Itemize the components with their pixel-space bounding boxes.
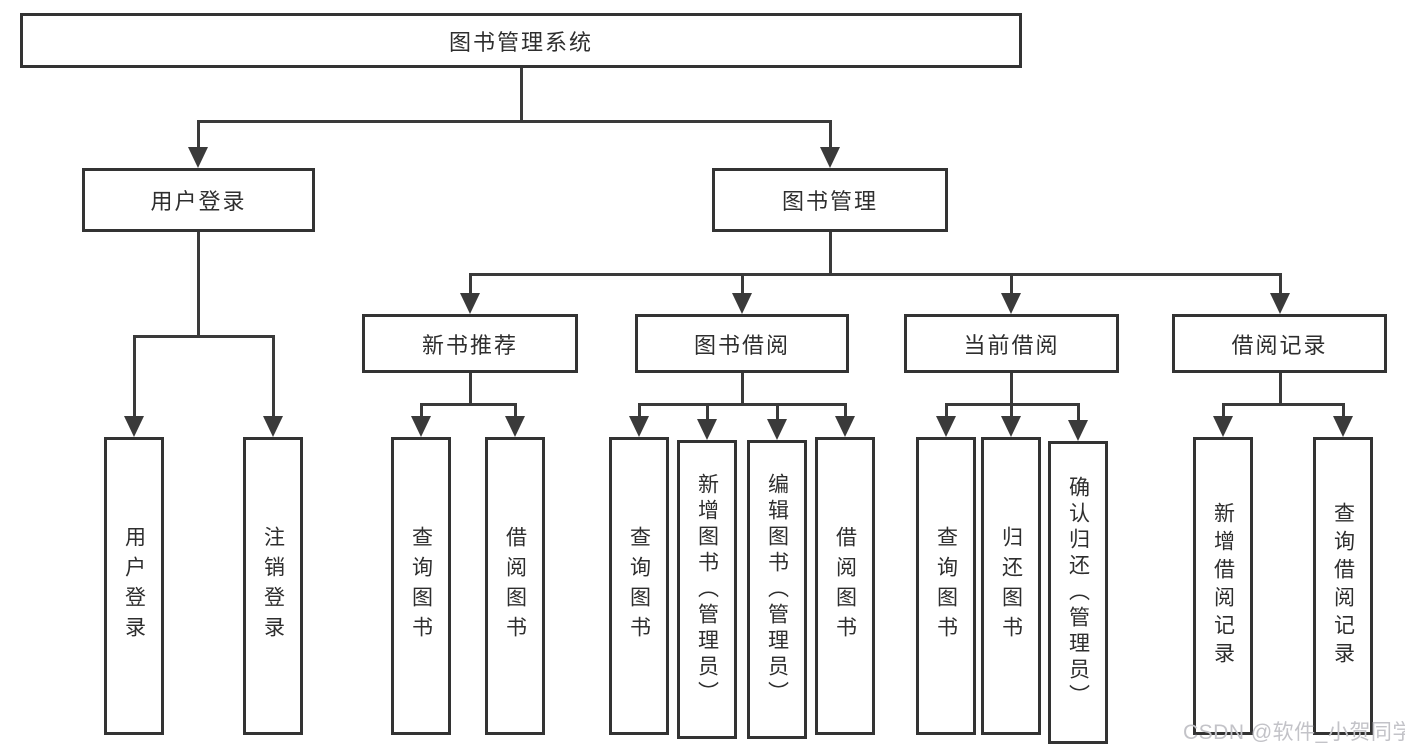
- leaf-bb-query-books: 查询图书: [609, 437, 669, 735]
- arrow-down-icon: [1001, 293, 1021, 314]
- leaf-user-login: 用户登录: [104, 437, 164, 735]
- connector-drop: [944, 403, 948, 416]
- node-borrowing-records: 借阅记录: [1172, 314, 1387, 373]
- connector-drop: [1278, 273, 1282, 293]
- node-library-management-system: 图书管理系统: [20, 13, 1022, 68]
- leaf-nbr-query-books: 查询图书: [391, 437, 451, 735]
- arrow-down-icon: [505, 416, 525, 437]
- connector-drop: [1009, 403, 1013, 416]
- node-user-login: 用户登录: [82, 168, 315, 232]
- connector-user-login-stem: [196, 232, 200, 335]
- connector-stem: [468, 373, 472, 403]
- connector-bar: [419, 403, 517, 406]
- leaf-bb-add-books-admin: 新增图书（管理员）: [677, 440, 737, 739]
- leaf-logout: 注销登录: [243, 437, 303, 735]
- leaf-cb-return-books: 归还图书: [981, 437, 1041, 735]
- arrow-down-icon: [936, 416, 956, 437]
- node-new-book-recommend: 新书推荐: [362, 314, 578, 373]
- arrow-down-icon: [124, 416, 144, 437]
- connector-drop: [419, 403, 423, 416]
- leaf-cb-confirm-return-admin: 确认归还（管理员）: [1048, 441, 1108, 744]
- connector-user-login-drop: [196, 120, 200, 147]
- connector-book-mgmt-stem: [828, 232, 832, 273]
- connector-bar: [637, 403, 847, 406]
- connector-drop: [843, 403, 847, 416]
- connector-book-mgmt-bar: [468, 273, 1282, 276]
- connector-user-login-bar: [132, 335, 275, 338]
- connector-stem: [740, 373, 744, 403]
- leaf-bb-edit-books-admin: 编辑图书（管理员）: [747, 440, 807, 739]
- connector-drop: [132, 335, 136, 416]
- arrow-down-icon: [767, 419, 787, 440]
- connector-drop: [1341, 403, 1345, 416]
- connector-root-bar: [196, 120, 832, 123]
- connector-stem: [1278, 373, 1282, 403]
- leaf-br-add-record: 新增借阅记录: [1193, 437, 1253, 735]
- connector-bar: [1221, 403, 1345, 406]
- leaf-bb-borrow-books: 借阅图书: [815, 437, 875, 735]
- arrow-down-icon: [820, 147, 840, 168]
- arrow-down-icon: [263, 416, 283, 437]
- node-current-borrowing: 当前借阅: [904, 314, 1119, 373]
- leaf-nbr-borrow-books: 借阅图书: [485, 437, 545, 735]
- arrow-down-icon: [629, 416, 649, 437]
- connector-drop: [637, 403, 641, 416]
- connector-drop: [468, 273, 472, 293]
- arrow-down-icon: [1270, 293, 1290, 314]
- connector-drop: [1221, 403, 1225, 416]
- leaf-br-query-record: 查询借阅记录: [1313, 437, 1373, 735]
- arrow-down-icon: [460, 293, 480, 314]
- arrow-down-icon: [1001, 416, 1021, 437]
- arrow-down-icon: [732, 293, 752, 314]
- connector-drop: [1009, 273, 1013, 293]
- arrow-down-icon: [188, 147, 208, 168]
- arrow-down-icon: [1068, 420, 1088, 441]
- arrow-down-icon: [1213, 416, 1233, 437]
- connector-drop: [513, 403, 517, 416]
- node-book-management: 图书管理: [712, 168, 948, 232]
- node-book-borrowing: 图书借阅: [635, 314, 849, 373]
- arrow-down-icon: [697, 419, 717, 440]
- connector-drop: [775, 403, 779, 419]
- connector-drop: [1076, 403, 1080, 420]
- connector-root-stem: [519, 68, 523, 120]
- arrow-down-icon: [1333, 416, 1353, 437]
- connector-drop: [271, 335, 275, 416]
- arrow-down-icon: [411, 416, 431, 437]
- arrow-down-icon: [835, 416, 855, 437]
- connector-drop: [705, 403, 709, 419]
- connector-drop: [740, 273, 744, 293]
- connector-book-mgmt-drop: [828, 120, 832, 147]
- leaf-cb-query-books: 查询图书: [916, 437, 976, 735]
- watermark-text: CSDN @软件_小贺同学: [1183, 721, 1405, 744]
- connector-stem: [1009, 373, 1013, 403]
